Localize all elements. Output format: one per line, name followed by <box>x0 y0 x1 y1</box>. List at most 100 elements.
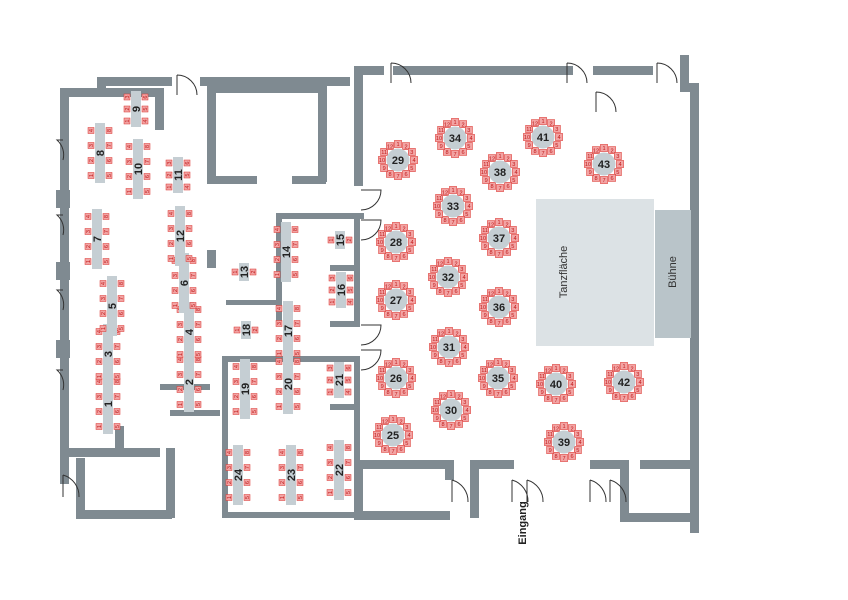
seat-number: 2 <box>277 390 283 393</box>
seat-number: 1 <box>554 366 557 372</box>
seat <box>435 194 443 202</box>
seat-number: 2 <box>630 366 633 372</box>
seat-number: 5 <box>460 283 463 289</box>
seat <box>435 210 443 218</box>
seat <box>141 93 149 101</box>
table-number: 15 <box>335 234 347 246</box>
long-table-6[interactable]: 123456786 <box>171 253 197 313</box>
seat-number: 11 <box>607 372 613 378</box>
seat-number: 4 <box>410 298 413 304</box>
seat <box>376 296 384 304</box>
seat-number: 1 <box>173 304 179 307</box>
seat-number: 2 <box>610 148 613 154</box>
seat <box>102 213 110 220</box>
seat <box>437 142 445 150</box>
seat <box>95 343 103 350</box>
table-number: 26 <box>390 373 402 385</box>
wall-45 <box>640 460 692 469</box>
seat <box>328 298 336 306</box>
seat-number: 1 <box>394 360 397 366</box>
seat <box>326 388 334 396</box>
seat <box>291 226 299 233</box>
door-13 <box>589 479 607 503</box>
seat-number: 9 <box>383 166 386 172</box>
seat-number: 7 <box>293 243 299 246</box>
seat-number: 6 <box>562 396 565 402</box>
seat <box>344 459 352 466</box>
wall-21 <box>680 55 689 88</box>
seat-number: 2 <box>97 410 103 413</box>
seat <box>125 158 133 165</box>
seat-number: 3 <box>460 267 463 273</box>
table-top <box>95 123 105 183</box>
seat <box>87 172 95 179</box>
seat-number: 5 <box>104 260 110 263</box>
seat-number: 1 <box>396 142 399 148</box>
seat-number: 5 <box>512 178 515 184</box>
seat-number: 5 <box>467 144 470 150</box>
seat-number: 4 <box>127 145 133 148</box>
seat-number: 8 <box>488 390 491 396</box>
seat-number: 1 <box>497 220 500 226</box>
seat-number: 1 <box>277 405 283 408</box>
seat <box>552 364 560 372</box>
table-top <box>283 301 293 361</box>
seat <box>113 408 121 415</box>
seat <box>275 388 283 395</box>
seat <box>508 382 516 390</box>
seat <box>478 374 486 382</box>
seat-number: 9 <box>433 283 436 289</box>
seat-number: 11 <box>379 290 385 296</box>
seat-number: 8 <box>196 358 202 361</box>
seat-number: 8 <box>196 308 202 311</box>
long-table-4[interactable]: 123456784 <box>176 302 202 362</box>
long-table-3[interactable]: 123456783 <box>95 324 121 384</box>
wall-19 <box>393 66 573 75</box>
seat-number: 10 <box>432 408 438 414</box>
seat-number: 2 <box>167 173 173 176</box>
seat <box>194 351 202 358</box>
seat <box>459 335 467 343</box>
seat-number: 10 <box>436 136 442 142</box>
